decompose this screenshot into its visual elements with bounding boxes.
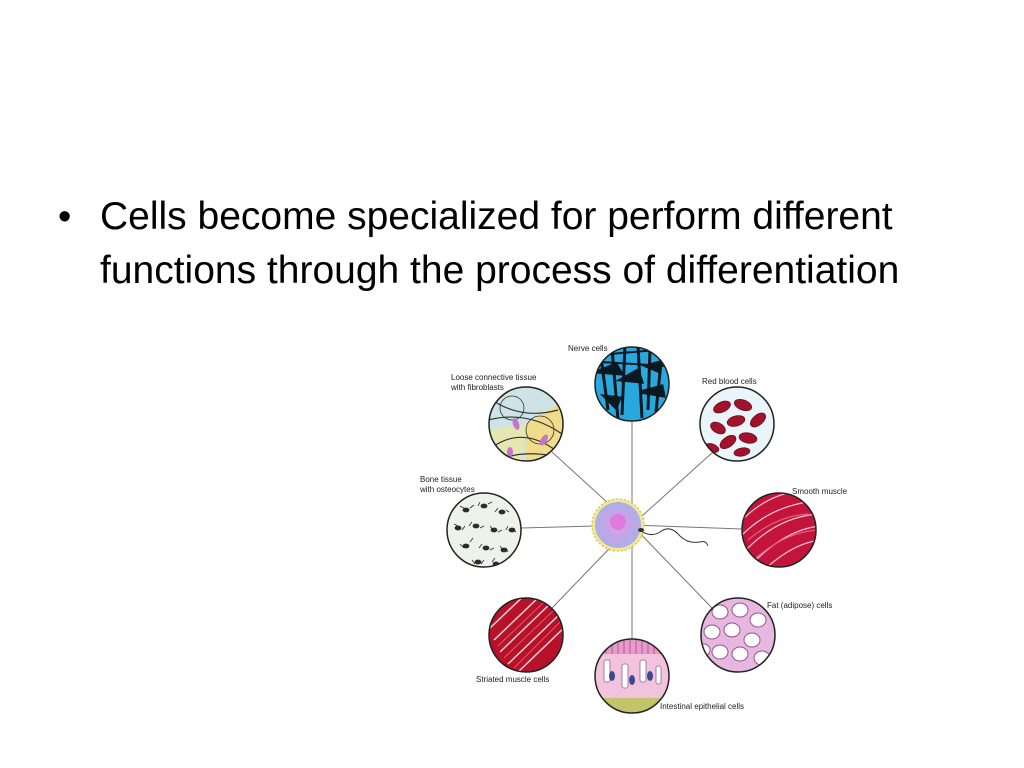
label-bone-tissue-line2: with osteocytes bbox=[419, 485, 475, 494]
label-red-blood-cells: Red blood cells bbox=[702, 377, 757, 386]
nerve-cells-circle bbox=[594, 346, 670, 422]
bullet-text: Cells become specialized for perform dif… bbox=[100, 195, 900, 292]
loose-connective-tissue-circle bbox=[488, 386, 564, 462]
label-loose-connective-line2: with fibroblasts bbox=[450, 383, 504, 392]
label-smooth-muscle: Smooth muscle bbox=[792, 487, 848, 496]
label-fat-cells: Fat (adipose) cells bbox=[767, 601, 832, 610]
stem-cell bbox=[591, 498, 709, 552]
bullet-item: • Cells become specialized for perform d… bbox=[58, 190, 958, 298]
intestinal-epithelial-cells-circle bbox=[594, 638, 670, 714]
smooth-muscle-circle bbox=[741, 492, 817, 568]
label-nerve-cells: Nerve cells bbox=[568, 344, 608, 353]
bullet-marker: • bbox=[58, 196, 72, 238]
striated-muscle-cells-circle bbox=[488, 597, 564, 673]
label-striated-muscle-cells: Striated muscle cells bbox=[476, 675, 549, 684]
label-loose-connective-line1: Loose connective tissue bbox=[451, 373, 537, 382]
label-intestinal-epithelial-cells: Intestinal epithelial cells bbox=[660, 702, 744, 711]
label-bone-tissue-line1: Bone tissue bbox=[420, 475, 462, 484]
bone-tissue-circle bbox=[446, 492, 522, 568]
fat-cells-circle bbox=[700, 597, 776, 673]
red-blood-cells-circle bbox=[699, 386, 775, 462]
